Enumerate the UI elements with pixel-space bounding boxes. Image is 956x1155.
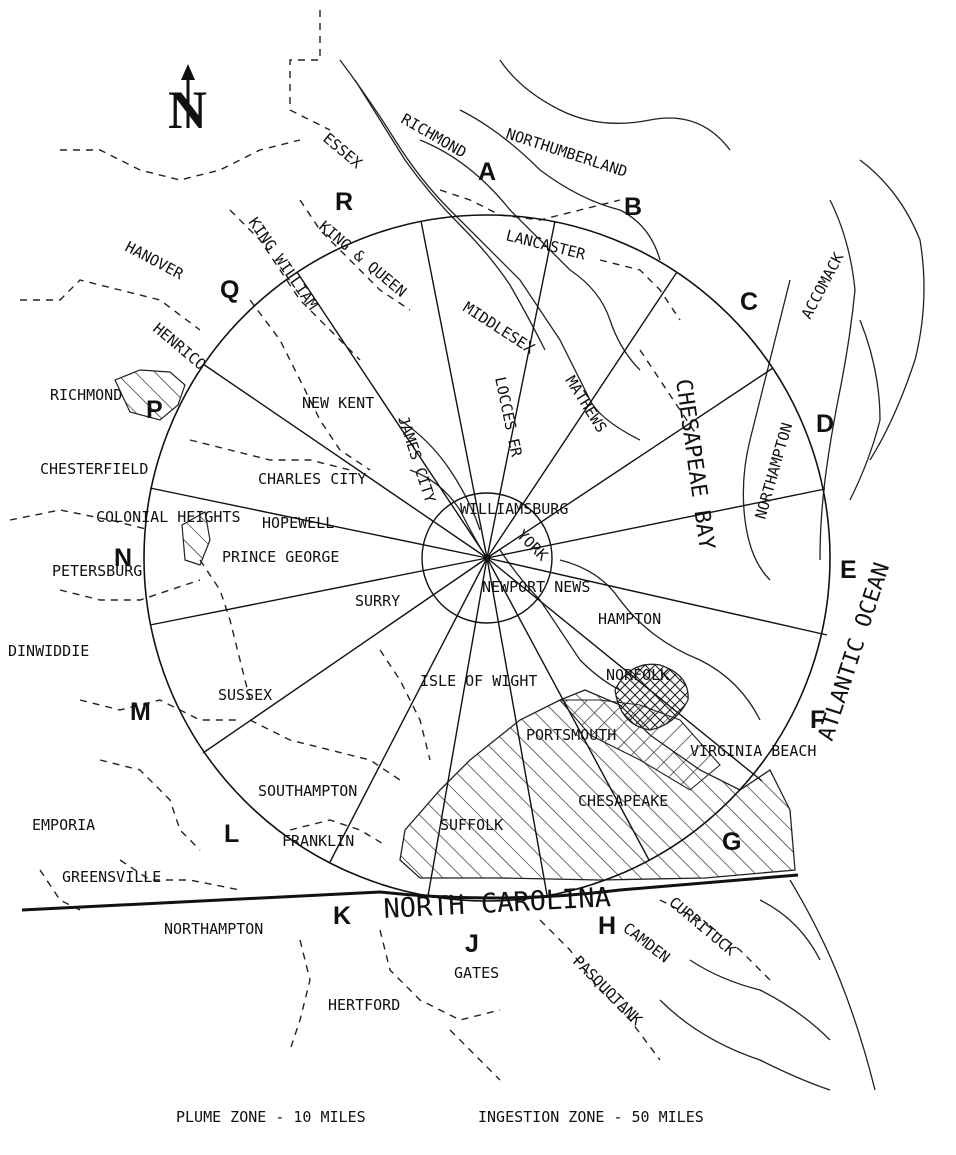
county-label: ACCOMACK (798, 250, 848, 322)
sector-label: R (335, 188, 353, 216)
county-label: VIRGINIA BEACH (690, 742, 816, 760)
county-label: PETERSBURG (52, 562, 142, 580)
sector-label: Q (220, 276, 239, 304)
sector-label: B (624, 193, 642, 221)
sector-label: F (810, 706, 825, 734)
county-label: PORTSMOUTH (526, 726, 616, 744)
sector-label: E (840, 556, 857, 584)
county-label: CHESTERFIELD (40, 460, 148, 478)
county-label: CHESAPEAKE (578, 792, 668, 810)
sector-label: J (465, 930, 479, 958)
sector-label: P (146, 396, 163, 424)
county-label: FRANKLIN (282, 832, 354, 850)
county-label: HERTFORD (328, 996, 400, 1014)
plume-zone (421, 492, 553, 624)
county-label: GATES (454, 964, 499, 982)
county-label: SOUTHAMPTON (258, 782, 357, 800)
county-label: GREENSVILLE (62, 868, 161, 886)
county-label: NORTHAMPTON (164, 920, 263, 938)
county-label: SUFFOLK (440, 816, 503, 834)
state-line (21, 873, 799, 912)
sector-label: G (722, 828, 741, 856)
county-label: HANOVER (122, 238, 187, 284)
county-label: PASQUOTANK (569, 952, 646, 1029)
county-label: MIDDLESEX (460, 298, 538, 357)
county-label: YORK (513, 526, 551, 564)
sector-label: K (333, 902, 351, 930)
county-label: COLONIAL HEIGHTS (96, 508, 241, 526)
county-label: HAMPTON (598, 610, 661, 628)
sector-label: H (598, 912, 616, 940)
county-label: HENRICO (149, 319, 209, 373)
legend: PLUME ZONE - 10 MILES INGESTION ZONE - 5… (176, 1108, 704, 1126)
county-label: JAMES CITY (394, 414, 439, 505)
sector-label: M (130, 698, 151, 726)
county-label: CHARLES CITY (258, 470, 366, 488)
county-label: NEW KENT (302, 394, 374, 412)
county-label: SURRY (355, 592, 400, 610)
county-label: NEWPORT NEWS (482, 578, 590, 596)
sector-label: C (740, 288, 758, 316)
state-label: NORTH CAROLINA (383, 882, 612, 925)
water-label-chesapeake-bay: CHESAPEAE BAY (670, 377, 719, 551)
hatched-urban-area (114, 369, 796, 881)
sector-label: D (816, 410, 834, 438)
north-arrow-icon: N (168, 64, 207, 140)
county-label: HOPEWELL (262, 514, 334, 532)
county-label: ESSEX (319, 129, 365, 172)
north-label: N (168, 80, 207, 140)
county-label: NORFOLK (606, 666, 669, 684)
county-label: ISLE OF WIGHT (420, 672, 537, 690)
water-label-atlantic-ocean: ATLANTIC OCEAN (814, 560, 895, 744)
county-label: RICHMOND (50, 386, 122, 404)
coastlines (339, 59, 925, 1091)
sector-labels: A B C D E F G H J K L M N P Q R (114, 158, 857, 958)
county-label: PRINCE GEORGE (222, 548, 339, 566)
sector-label: L (224, 820, 239, 848)
county-label: COLONIAL HEIGHTS (96, 508, 241, 526)
sector-label: N (114, 544, 132, 572)
legend-ingestion-zone: INGESTION ZONE - 50 MILES (478, 1108, 704, 1126)
ingestion-zone (143, 214, 831, 902)
county-label: DINWIDDIE (8, 642, 89, 660)
county-label: EMPORIA (32, 816, 95, 834)
county-label: WILLIAMSBURG (460, 500, 568, 518)
county-label: RICHMOND (398, 110, 470, 162)
map-gloucester-label: LOCCES ER (491, 375, 526, 459)
county-label: CAMDEN (620, 919, 674, 967)
county-label: CURRITUCK (665, 893, 739, 959)
county-label: LANCASTER (504, 226, 588, 263)
sector-label: A (478, 158, 496, 186)
plant-site (484, 555, 490, 561)
county-label: NORTHAMPTON (752, 421, 797, 521)
legend-plume-zone: PLUME ZONE - 10 MILES (176, 1108, 366, 1126)
county-label: KING & QUEEN (315, 217, 410, 300)
county-label: SUSSEX (218, 686, 272, 704)
county-boundaries (9, 10, 771, 1081)
